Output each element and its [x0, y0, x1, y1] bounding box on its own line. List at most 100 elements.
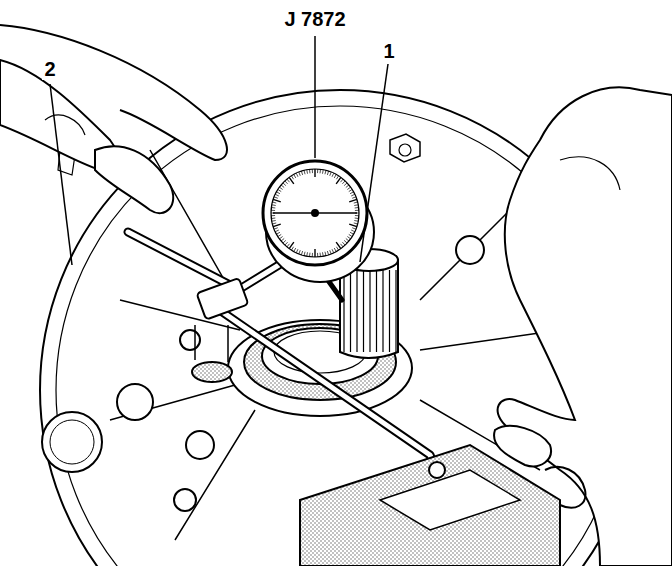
callout-label: 2	[42, 58, 57, 80]
dial-ticks	[276, 192, 280, 194]
dial-ticks	[281, 185, 284, 188]
leader-lines	[314, 36, 316, 158]
dial-ticks	[349, 189, 352, 191]
dial-ticks	[301, 171, 302, 175]
housing-holes	[456, 236, 484, 264]
dial-ticks	[322, 252, 324, 256]
dial-ticks	[347, 187, 350, 189]
gauge-clamp	[195, 325, 228, 362]
dial-ticks	[320, 169, 322, 173]
fixture-block	[380, 470, 520, 530]
dial-ticks	[344, 183, 347, 186]
dial-ticks	[304, 252, 306, 256]
leader-lines	[50, 84, 72, 265]
gauge-clamp	[180, 330, 200, 350]
dial-ticks	[327, 171, 328, 175]
right-hand	[545, 467, 585, 508]
dial-ticks	[274, 197, 278, 198]
dial-ticks	[346, 185, 349, 188]
shaft-splines	[389, 270, 390, 352]
dial-ticks	[271, 169, 359, 257]
dial-ticks	[342, 242, 345, 245]
dial-ticks	[330, 250, 331, 254]
dial-ticks	[309, 169, 311, 173]
dial-ticks	[351, 194, 355, 196]
dial-ticks	[272, 222, 276, 224]
dial-ticks	[271, 210, 275, 211]
dial-ticks	[304, 170, 306, 174]
shaft-splines	[363, 270, 364, 352]
housing-holes	[186, 431, 214, 459]
gauge-clamp	[192, 362, 232, 382]
dial-ticks	[336, 176, 338, 179]
right-hand	[498, 87, 672, 566]
dial-ticks	[330, 172, 331, 176]
right-hand	[494, 426, 551, 466]
dial-ticks	[354, 204, 358, 206]
dial-ticks	[289, 242, 294, 248]
fixture-block	[429, 462, 445, 478]
gauge-clamp	[128, 232, 232, 286]
dial-ticks	[327, 251, 328, 255]
dial-ticks	[352, 197, 356, 198]
dial-ticks	[291, 176, 293, 179]
dial-ticks	[334, 248, 336, 252]
dial-ticks	[273, 224, 281, 226]
gauge-clamp	[205, 300, 436, 470]
dial-ticks	[340, 179, 343, 182]
dial-ticks	[355, 215, 359, 216]
dial-ticks	[349, 199, 357, 201]
dial-ticks	[273, 199, 281, 201]
dial-ticks	[275, 194, 279, 196]
dial-ticks	[352, 228, 356, 229]
dial-ticks	[279, 237, 282, 239]
dial-ticks	[317, 169, 318, 173]
dial-ticks	[278, 189, 281, 191]
shaft-splines	[356, 270, 357, 352]
dial-ticks	[272, 204, 276, 206]
dial-ticks	[320, 253, 322, 257]
dial-ticks	[294, 174, 296, 178]
right-hand	[560, 157, 620, 190]
dial-ticks	[299, 250, 300, 254]
dial-ticks	[287, 179, 290, 182]
shaft-splines	[369, 270, 370, 352]
shaft-splines	[382, 270, 383, 352]
dial-ticks	[291, 247, 293, 250]
dial-ticks	[312, 169, 313, 173]
dial-ticks	[287, 244, 290, 247]
dial-ticks	[336, 247, 338, 250]
dial-ticks	[322, 170, 324, 174]
right-hand	[494, 87, 672, 566]
callout-label: 1	[381, 40, 396, 62]
gauge-clamp	[197, 278, 249, 320]
left-hand	[0, 25, 227, 160]
dial-ticks	[324, 252, 326, 256]
dial-ticks	[355, 207, 359, 209]
housing	[399, 144, 411, 156]
dial-indicator	[263, 161, 374, 282]
dial-ticks	[314, 169, 315, 177]
dial-ticks	[312, 253, 313, 257]
dial-ticks	[283, 183, 286, 186]
gauge-clamp	[205, 300, 436, 470]
dial-ticks	[349, 234, 352, 236]
dial-ticks	[344, 240, 347, 243]
dial-ticks	[276, 232, 280, 234]
dial-ticks	[336, 177, 341, 183]
dial-ticks	[324, 170, 326, 174]
dial-ticks	[281, 238, 284, 241]
dial-ticks	[350, 192, 354, 194]
shaft-splines	[350, 270, 351, 352]
dial-ticks	[354, 222, 358, 224]
dial-ticks	[351, 230, 355, 232]
dial-ticks	[306, 170, 308, 174]
housing-holes	[50, 420, 94, 464]
dial-ticks	[354, 220, 358, 222]
dial-ticks	[285, 242, 288, 245]
dial-ticks	[334, 174, 336, 178]
dial-ticks	[279, 187, 282, 189]
left-hand	[45, 115, 85, 135]
dial-ticks	[340, 244, 343, 247]
leader-lines	[360, 64, 388, 262]
